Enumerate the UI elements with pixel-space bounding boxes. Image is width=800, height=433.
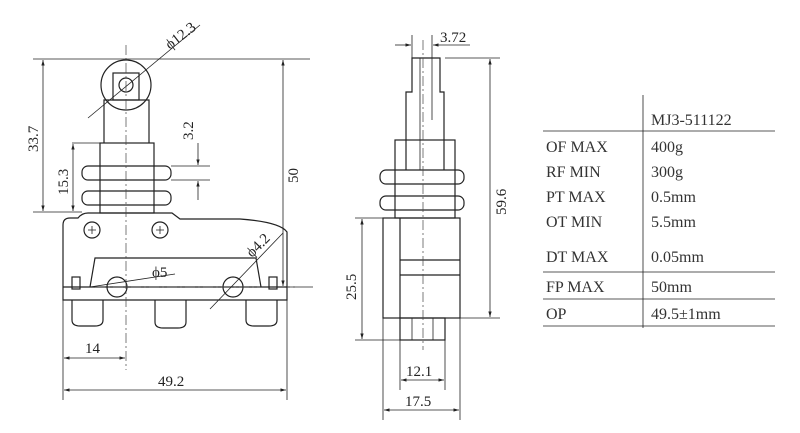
side-view: 3.72 59.6 25.5 12.1 17.5: [344, 30, 510, 420]
dim-50: 50: [286, 168, 302, 183]
dim-49-2: 49.2: [158, 374, 184, 390]
bushing: [99, 142, 155, 214]
dim-roller-dia: ϕ12.3: [163, 20, 200, 54]
dim-hole-4-2: ϕ4.2: [244, 231, 274, 261]
dim-17-5: 17.5: [405, 394, 431, 410]
side-body: [382, 217, 461, 319]
nut-1: [81, 165, 172, 181]
row-label: DT MAX: [546, 249, 609, 266]
model-header: MJ3-511122: [651, 112, 732, 129]
side-bushing: [394, 139, 456, 219]
dim-12-1: 12.1: [406, 364, 432, 380]
switch-body: [62, 212, 288, 301]
dim-15-3: 15.3: [56, 169, 72, 195]
row-value: 49.5±1mm: [651, 306, 721, 323]
side-stem: [405, 57, 445, 170]
spec-table: MJ3-511122 OF MAX 400g RF MIN 300g PT MA…: [543, 95, 775, 328]
dim-hole-5: ϕ5: [152, 265, 167, 281]
dim-33-7: 33.7: [26, 125, 42, 152]
dim-14: 14: [85, 341, 101, 357]
dim-59-6: 59.6: [494, 188, 510, 215]
row-value: 50mm: [651, 279, 692, 296]
row-label: PT MAX: [546, 189, 606, 206]
row-value: 300g: [651, 164, 683, 181]
row-value: 400g: [651, 139, 683, 156]
dim-25-5: 25.5: [344, 274, 360, 300]
row-label: OF MAX: [546, 139, 608, 156]
dim-3-2: 3.2: [181, 121, 197, 140]
screw-right: [151, 221, 169, 239]
row-value: 0.05mm: [651, 249, 704, 266]
row-value: 0.5mm: [651, 189, 696, 206]
dim-3-72: 3.72: [440, 30, 466, 46]
row-label: FP MAX: [546, 279, 605, 296]
row-value: 5.5mm: [651, 214, 696, 231]
screw-left: [83, 221, 101, 239]
nut-2: [81, 190, 172, 206]
row-label: OP: [546, 306, 567, 323]
row-label: RF MIN: [546, 164, 601, 181]
terminals: [399, 317, 446, 341]
front-view: ϕ12.3 33.7 15.3 3.2 50 ϕ5 ϕ4.2 14 49.2: [26, 20, 313, 400]
plunger-stem: [103, 99, 150, 143]
row-label: OT MIN: [546, 214, 603, 231]
